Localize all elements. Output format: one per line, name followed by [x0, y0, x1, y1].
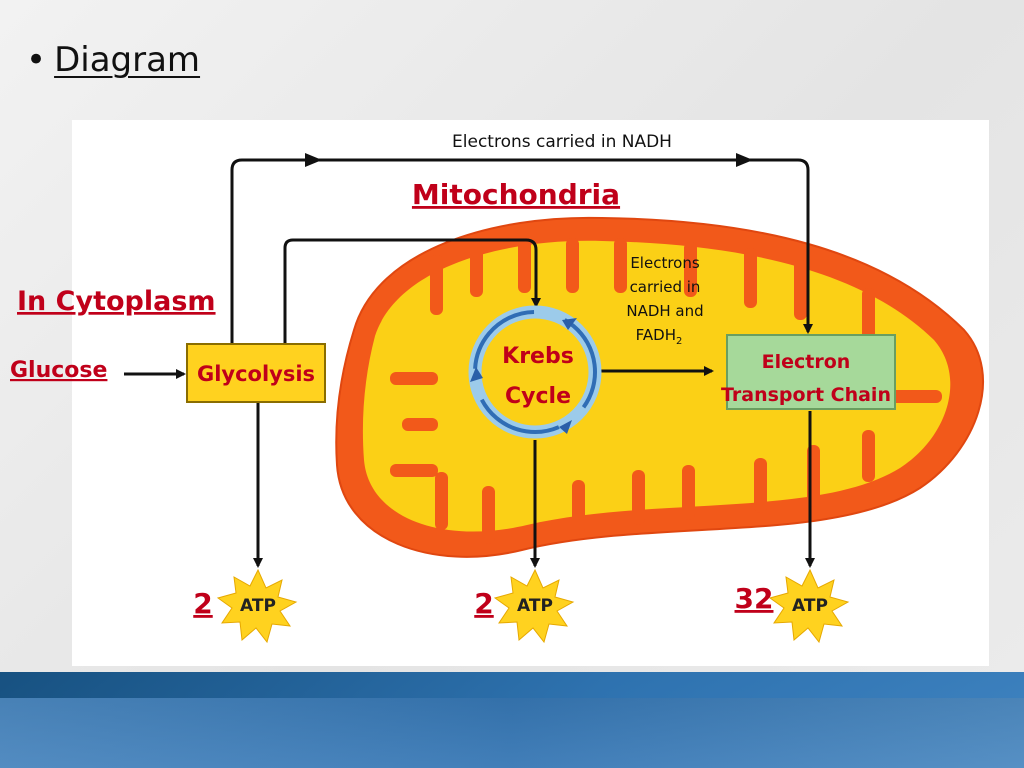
fadh-subscript: 2: [676, 336, 682, 347]
atp-count-glycolysis: 2: [193, 587, 212, 620]
mitochondria-label: Mitochondria: [412, 178, 620, 211]
atp-krebs: ATP 2: [474, 568, 575, 644]
circular-arrows-icon: [468, 305, 602, 439]
atp-count-etc: 32: [735, 582, 774, 615]
etc-label-line2: Transport Chain: [721, 384, 891, 406]
krebs-label-line1: Krebs: [502, 344, 574, 369]
atp-glycolysis: ATP 2: [193, 568, 298, 644]
etc-box: [726, 334, 896, 410]
top-arrow-label: Electrons carried in NADH: [452, 132, 672, 152]
arrow-head-icon: [305, 153, 322, 167]
atp-etc: ATP 32: [735, 568, 850, 644]
etc-label-line1: Electron: [762, 351, 851, 373]
left-labels: In Cytoplasm Glucose: [10, 286, 216, 383]
atp-count-krebs: 2: [474, 587, 493, 620]
slide-heading: •Diagram: [26, 40, 200, 80]
atp-text: ATP: [792, 596, 828, 616]
inner-label-line2: carried in: [630, 278, 701, 296]
atp-text: ATP: [240, 596, 276, 616]
inner-label-line1: Electrons: [630, 254, 700, 272]
diagram-panel: Electrons carried in NADH Mitochondria I…: [72, 120, 989, 666]
glycolysis-box: [186, 343, 326, 403]
inner-label-line4: FADH2: [636, 326, 683, 347]
nadh-top-arrow: [230, 158, 813, 350]
pyruvate-arrow: [283, 238, 541, 350]
bullet-dot: •: [26, 40, 47, 80]
krebs-label-line2: Cycle: [505, 384, 571, 409]
fadh-text: FADH: [636, 326, 676, 344]
slide-footer: [0, 672, 1024, 768]
footer-sheen: [0, 698, 1024, 768]
glucose-label-outer: Glucose: [10, 358, 107, 383]
inner-label-line3: NADH and: [626, 302, 703, 320]
heading-text: Diagram: [54, 40, 201, 80]
cellular-respiration-diagram: Electrons carried in NADH Mitochondria I…: [124, 132, 985, 644]
arrow-head-icon: [736, 153, 753, 167]
footer-band: [0, 672, 1024, 698]
glycolysis-label: Glycolysis: [197, 362, 315, 386]
starburst-icon: [216, 568, 298, 644]
atp-text: ATP: [517, 596, 553, 616]
cytoplasm-label-outer: In Cytoplasm: [17, 286, 216, 317]
starburst-icon: [768, 568, 850, 644]
starburst-icon: [493, 568, 575, 644]
